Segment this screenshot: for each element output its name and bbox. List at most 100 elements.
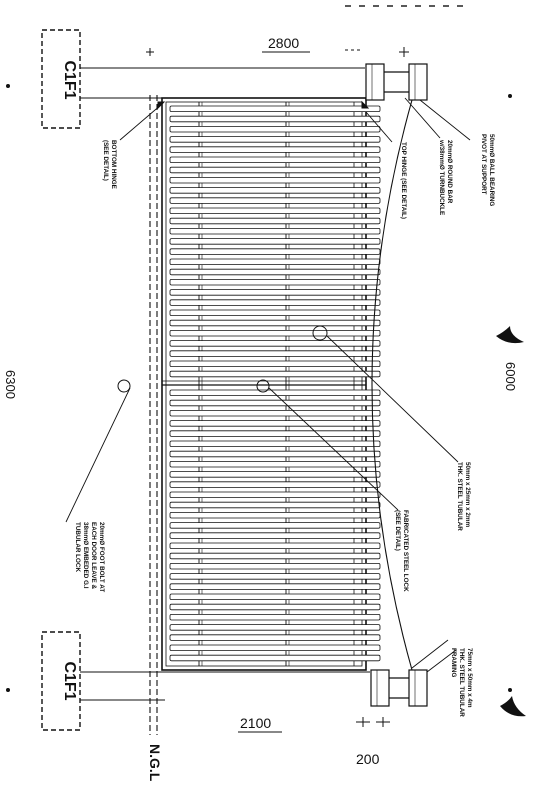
gate-picket xyxy=(169,197,381,204)
bottom-pivot xyxy=(370,669,428,707)
svg-text:50mm x 25mm x 2mm THK. S: 50mm x 25mm x 2mm THK. STEEL TUBULAR xyxy=(456,462,471,531)
note-round-bar-line1: 20mmØ ROUND BAR xyxy=(446,140,453,204)
gate-picket xyxy=(169,552,381,560)
gate-picket xyxy=(169,603,381,611)
gate-picket xyxy=(169,522,381,529)
gate-picket xyxy=(169,340,381,347)
gate-picket xyxy=(169,481,381,488)
svg-text:20mmØ ROUND BAR w/38mmØ: 20mmØ ROUND BAR w/38mmØ TURNBUCKLE xyxy=(438,139,453,215)
note-steel-tubular-line1: 50mm x 25mm x 2mm xyxy=(464,462,471,528)
gate-picket xyxy=(169,217,381,225)
note-framing: 75mm x 50mm x 4m THK. STEEL TUBULAR FRAM… xyxy=(450,648,473,719)
extension-lines xyxy=(80,67,370,701)
gate-picket xyxy=(169,278,381,286)
note-foot-bolt-line4: TUBULAR LOCK xyxy=(74,522,81,572)
gate-picket xyxy=(169,299,381,306)
gate-picket xyxy=(169,156,381,163)
gate-picket xyxy=(169,634,381,641)
detail-markers xyxy=(117,100,370,393)
gate-picket xyxy=(169,440,381,447)
gate-picket xyxy=(169,268,381,276)
note-foot-bolt: 20mmØ FOOT BOLT AT EACH DOOR LEAVE & 38m… xyxy=(74,522,105,592)
gate-picket xyxy=(169,360,381,367)
note-framing-line2: THK. STEEL TUBULAR xyxy=(458,648,465,717)
note-steel-tubular: 50mm x 25mm x 2mm THK. STEEL TUBULAR xyxy=(456,462,471,531)
gate-picket xyxy=(169,614,381,621)
gate-picket xyxy=(169,430,381,437)
note-framing-line1: 75mm x 50mm x 4m xyxy=(466,648,473,708)
bottom-dimension: 2100 200 N.G.L xyxy=(147,715,390,782)
note-bottom-hinge-line2: (SEE DETAIL) xyxy=(102,140,109,181)
bottom-offset-label: 200 xyxy=(356,751,380,767)
gate-picket xyxy=(169,644,381,651)
gate-pickets xyxy=(169,105,381,662)
ground-level-label: N.G.L xyxy=(147,744,163,782)
gate-picket xyxy=(169,329,381,337)
ground-line xyxy=(149,95,158,735)
gate-picket xyxy=(169,248,381,255)
note-bottom-hinge-line1: BOTTOM HINGE xyxy=(110,140,117,189)
note-round-bar: 20mmØ ROUND BAR w/38mmØ TURNBUCKLE xyxy=(438,139,453,215)
note-round-bar-line2: w/38mmØ TURNBUCKLE xyxy=(438,139,445,215)
gate-picket xyxy=(169,227,381,235)
registration-marks xyxy=(6,84,512,692)
svg-text:BOTTOM HINGE (SEE DETAIL: BOTTOM HINGE (SEE DETAIL) xyxy=(102,140,117,191)
gate-frame xyxy=(161,97,367,671)
gate-picket xyxy=(169,105,381,112)
top-dimension: 2800 xyxy=(146,35,409,57)
note-ball-bearing-line1: 50mmØ BALL BEARING xyxy=(488,134,495,206)
note-bottom-hinge: BOTTOM HINGE (SEE DETAIL) xyxy=(102,140,117,191)
svg-text:FABRICATED STEEL LOCK (S: FABRICATED STEEL LOCK (SEE DETAIL) xyxy=(394,510,409,593)
note-steel-lock: FABRICATED STEEL LOCK (SEE DETAIL) xyxy=(394,510,409,593)
note-foot-bolt-line3: 38mmØ EMBEDED G.I xyxy=(82,522,89,589)
gate-picket xyxy=(169,593,381,600)
note-steel-tubular-line2: THK. STEEL TUBULAR xyxy=(456,462,463,531)
gate-picket xyxy=(169,115,381,123)
svg-text:TOP HINGE (SEE DETAIL): TOP HINGE (SEE DETAIL) xyxy=(400,142,407,219)
gate-picket xyxy=(169,460,381,468)
note-steel-lock-line1: FABRICATED STEEL LOCK xyxy=(402,510,409,592)
top-pivot xyxy=(365,63,428,101)
gate-picket xyxy=(169,136,381,143)
gate-picket xyxy=(169,654,381,662)
column-bottom-label: C1F1 xyxy=(61,661,78,700)
gate-picket xyxy=(169,563,381,570)
gate-picket xyxy=(169,399,381,407)
gate-picket xyxy=(169,471,381,478)
gate-picket xyxy=(169,389,381,396)
arrowhead-icon xyxy=(500,696,526,717)
note-steel-lock-line2: (SEE DETAIL) xyxy=(394,510,401,551)
gate-picket xyxy=(169,350,381,357)
note-framing-line3: FRAMING xyxy=(450,648,457,677)
gate-picket xyxy=(169,176,381,184)
column-top-label: C1F1 xyxy=(61,60,78,99)
gate-picket xyxy=(169,542,381,549)
column-bottom: C1F1 xyxy=(41,631,81,731)
gate-picket xyxy=(169,166,381,174)
gate-picket xyxy=(169,583,381,590)
gate-picket xyxy=(169,409,381,417)
svg-text:50mmØ BALL BEARING PIVOT: 50mmØ BALL BEARING PIVOT AT SUPPORT xyxy=(480,134,495,208)
gate-picket xyxy=(169,624,381,631)
column-top: C1F1 xyxy=(41,29,81,129)
gate-picket xyxy=(169,258,381,265)
gate-picket xyxy=(169,573,381,580)
gate-picket xyxy=(169,289,381,296)
gate-picket xyxy=(169,512,381,519)
gate-picket xyxy=(169,319,381,327)
note-ball-bearing: 50mmØ BALL BEARING PIVOT AT SUPPORT xyxy=(480,134,495,208)
gate-picket xyxy=(169,532,381,539)
overall-width-label: 6300 xyxy=(3,370,18,399)
height-label: 6000 xyxy=(503,362,518,391)
gate-picket xyxy=(169,309,381,316)
note-foot-bolt-line2: EACH DOOR LEAVE & xyxy=(90,522,97,590)
height-dimension: 6000 xyxy=(496,326,526,717)
top-width-label: 2800 xyxy=(268,35,299,51)
note-top-hinge-line1: TOP HINGE (SEE DETAIL) xyxy=(400,142,407,219)
gate-picket xyxy=(169,187,381,194)
note-ball-bearing-line2: PIVOT AT SUPPORT xyxy=(480,134,487,195)
gate-picket xyxy=(169,420,381,427)
svg-text:75mm x 50mm x 4m THK. ST: 75mm x 50mm x 4m THK. STEEL TUBULAR FRAM… xyxy=(450,648,473,719)
gate-picket xyxy=(169,450,381,458)
